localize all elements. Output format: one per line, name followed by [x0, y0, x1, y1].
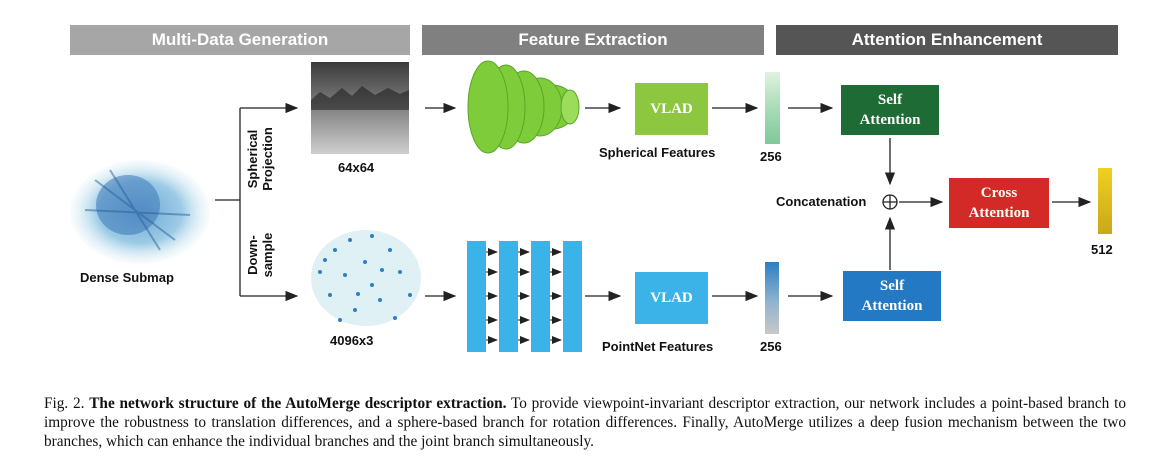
downsample-label: Down- sample [245, 232, 275, 278]
caption-title: The network structure of the AutoMerge d… [89, 395, 507, 412]
pointnet-feature-vector [765, 262, 779, 334]
size-4096x3-label: 4096x3 [330, 333, 374, 348]
dim-256-top-label: 256 [760, 149, 782, 164]
self-attention-box-top: Self Attention [841, 85, 939, 135]
pointnet-layers [467, 241, 582, 352]
cross-attention-box: Cross Attention [949, 178, 1049, 228]
spherical-projection-label: Spherical Projection [245, 127, 275, 191]
pointnet-features-label: PointNet Features [602, 339, 714, 354]
self-attention-box-bottom: Self Attention [843, 271, 941, 321]
output-descriptor-vector [1098, 168, 1112, 234]
size-64x64-label: 64x64 [338, 160, 375, 175]
banner-feature-extraction: Feature Extraction [422, 25, 764, 55]
vlad-box-bottom: VLAD [635, 272, 708, 324]
spherical-feature-vector [765, 72, 780, 144]
dim-256-bottom-label: 256 [760, 339, 782, 354]
caption-body: To provide viewpoint-invariant descripto… [44, 395, 1126, 450]
downsampled-pointcloud [311, 230, 421, 326]
vlad-box-top: VLAD [635, 83, 708, 135]
diagram-graphics [70, 60, 1112, 352]
banner-multi-data-generation: Multi-Data Generation [70, 25, 410, 55]
figure-caption: Fig. 2. The network structure of the Aut… [44, 394, 1126, 451]
dim-512-label: 512 [1091, 242, 1113, 257]
dense-submap-label: Dense Submap [80, 270, 174, 285]
figure: Multi-Data Generation Feature Extraction… [70, 25, 1118, 354]
banner-attention-enhancement: Attention Enhancement [776, 25, 1118, 55]
dense-submap-pointcloud [70, 160, 210, 264]
spherical-features-label: Spherical Features [599, 145, 716, 160]
concatenation-label: Concatenation [776, 194, 867, 209]
spherical-cnn-cones [467, 60, 580, 154]
caption-fig-label: Fig. 2. [44, 395, 85, 412]
